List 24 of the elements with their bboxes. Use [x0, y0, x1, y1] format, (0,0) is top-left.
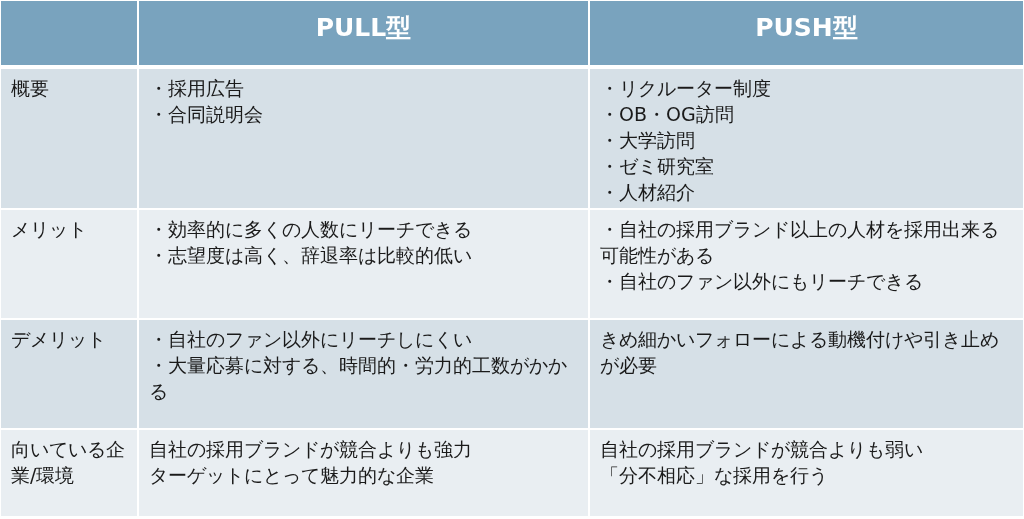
- cell-text: ・大量応募に対する、時間的・労力的工数がかかる: [149, 353, 568, 404]
- cell-text: 自社の採用ブランドが競合よりも弱い: [600, 437, 924, 462]
- cell-text: 「分不相応」な採用を行う: [600, 463, 829, 488]
- row-heading: 向いている企業/環境: [11, 437, 126, 488]
- cell-text: ・ゼミ研究室: [600, 154, 715, 179]
- cell-text: ・合同説明会: [149, 102, 264, 127]
- cell-text: ・志望度は高く、辞退率は比較的低い: [149, 243, 473, 268]
- cell-text: ・自社の採用ブランド以上の人材を採用出来る可能性がある: [600, 217, 1000, 268]
- row-heading: デメリット: [11, 327, 107, 352]
- row-heading: 概要: [11, 76, 50, 101]
- cell-text: ・自社のファン以外にリーチしにくい: [149, 327, 473, 352]
- column-heading: PULL型: [314, 15, 413, 41]
- cell-text: ・人材紹介: [600, 180, 696, 205]
- row-heading: メリット: [11, 217, 88, 242]
- cell-text: ・採用広告: [149, 76, 245, 101]
- cell-text: 自社の採用ブランドが競合よりも強力: [149, 437, 473, 462]
- column-heading: PUSH型: [754, 15, 859, 41]
- cell-text: ターゲットにとって魅力的な企業: [149, 463, 435, 488]
- cell-text: きめ細かいフォローによる動機付けや引き止めが必要: [600, 327, 1000, 378]
- cell-text: ・効率的に多くの人数にリーチできる: [149, 217, 473, 242]
- cell-text: ・OB・OG訪問: [600, 102, 735, 127]
- cell-text: ・リクルーター制度: [600, 76, 772, 101]
- cell-text: ・自社のファン以外にもリーチできる: [600, 269, 924, 294]
- cell-text: ・大学訪問: [600, 128, 696, 153]
